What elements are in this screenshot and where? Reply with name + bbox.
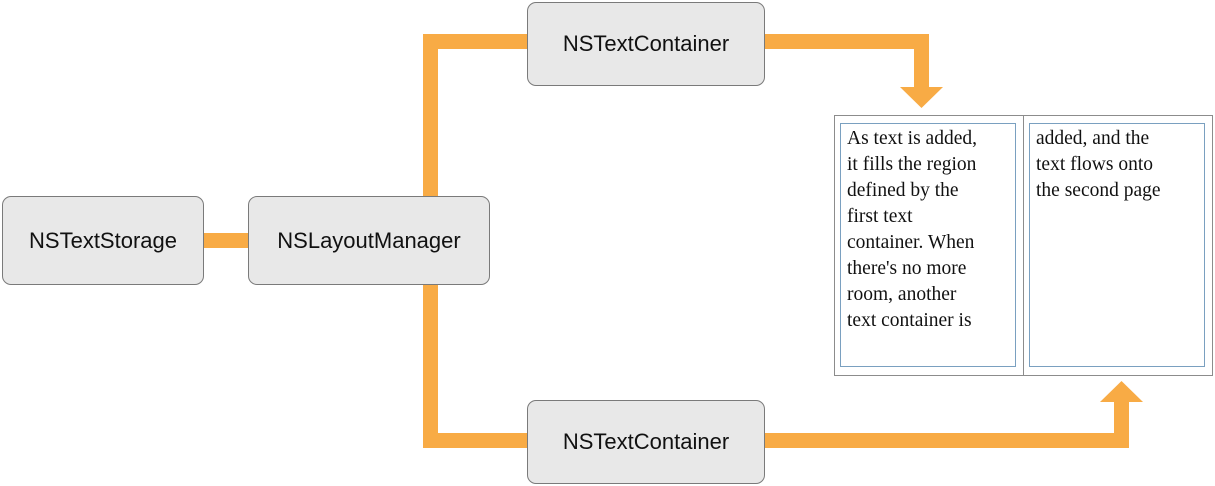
ns-text-container-bottom-node: NSTextContainer	[527, 400, 765, 484]
ns-text-storage-node: NSTextStorage	[2, 196, 204, 285]
page-text-line: first text	[847, 206, 913, 227]
page-text-line: As text is added,	[847, 128, 977, 149]
second-page-text-container: added, and the text flows onto the secon…	[1029, 123, 1205, 367]
connector-top-container-page	[765, 34, 929, 88]
first-page-text-container: As text is added, it fills the region de…	[840, 123, 1016, 367]
arrow-up-to-second-page	[1100, 381, 1143, 402]
first-page: As text is added, it fills the region de…	[834, 115, 1024, 376]
page-text-line: it fills the region	[847, 154, 977, 175]
page-text-line: text flows onto	[1036, 154, 1153, 175]
connector-layout-bottom-container	[423, 285, 527, 448]
ns-text-container-bottom-label: NSTextContainer	[562, 429, 730, 454]
ns-text-storage-label: NSTextStorage	[29, 227, 177, 253]
page-text-line: text container is	[847, 310, 972, 331]
ns-layout-manager-node: NSLayoutManager	[248, 196, 490, 285]
ns-layout-manager-label: NSLayoutManager	[277, 227, 461, 253]
page-text-line: defined by the	[847, 180, 959, 201]
ns-text-container-top-node: NSTextContainer	[527, 2, 765, 86]
arrow-down-to-first-page	[900, 87, 943, 108]
connector-layout-top-container	[423, 34, 527, 196]
second-page: added, and the text flows onto the secon…	[1023, 115, 1213, 376]
page-text-line: container. When	[847, 232, 975, 253]
page-text-line: added, and the	[1036, 128, 1150, 149]
page-text-line: the second page	[1036, 180, 1161, 201]
page-text-line: there's no more	[847, 258, 967, 279]
connector-bottom-container-page	[765, 400, 1129, 448]
ns-text-container-top-label: NSTextContainer	[562, 31, 730, 56]
page-text-line: room, another	[847, 284, 957, 305]
